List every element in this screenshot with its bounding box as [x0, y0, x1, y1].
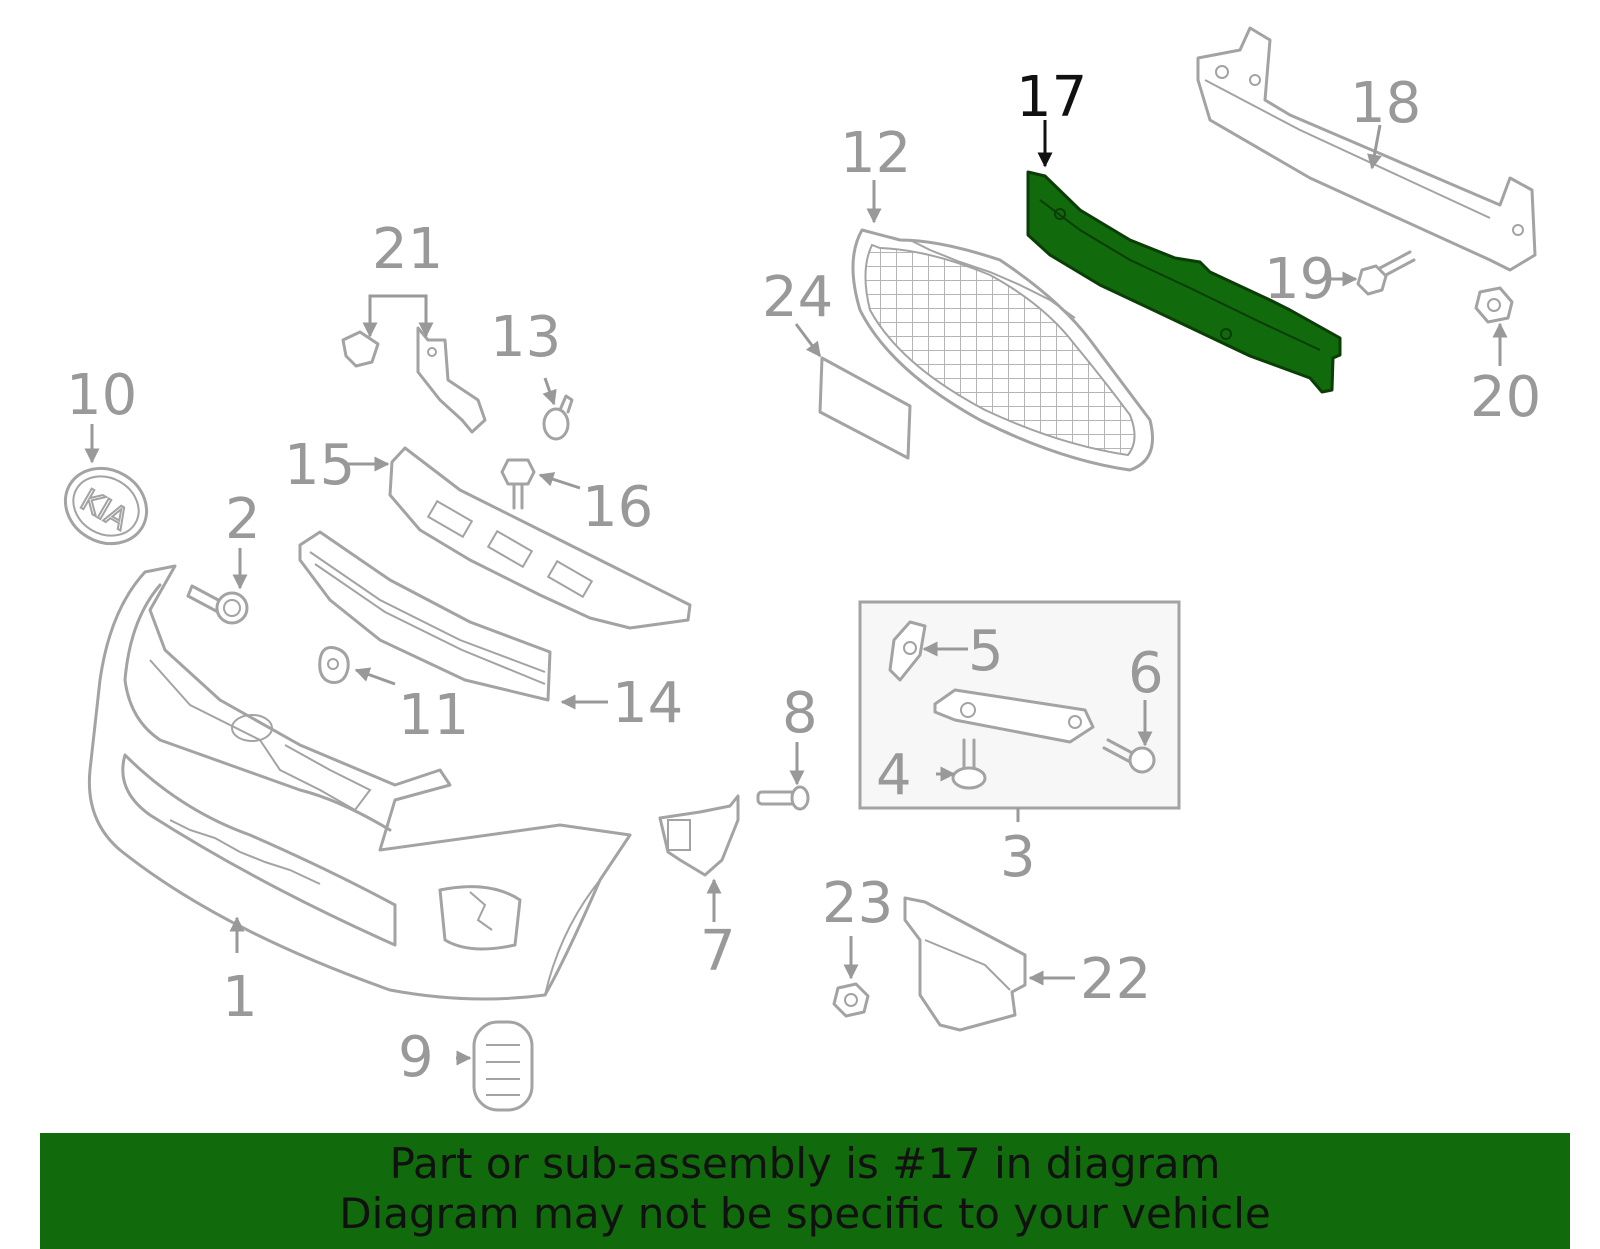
callout-13: 13 — [490, 305, 561, 370]
part-20-nut — [1474, 286, 1514, 324]
callout-16: 16 — [582, 475, 653, 540]
part-22-module — [903, 896, 1027, 1032]
part-7-bracket — [658, 794, 740, 877]
callout-11: 11 — [398, 683, 469, 748]
part-16-bolt — [500, 458, 536, 510]
callout-9: 9 — [398, 1025, 434, 1090]
callout-2: 2 — [225, 487, 261, 552]
callout-8: 8 — [782, 681, 818, 746]
callout-4: 4 — [876, 743, 912, 808]
part-15-bracket — [388, 446, 692, 630]
callout-23: 23 — [822, 871, 893, 936]
part-10-emblem: KIA — [63, 466, 149, 546]
callout-19: 19 — [1264, 247, 1335, 312]
banner-line-2: Diagram may not be specific to your vehi… — [339, 1189, 1271, 1238]
callout-18: 18 — [1350, 71, 1421, 136]
part-18-bumper-beam — [1196, 26, 1537, 272]
part-19-bolt — [1356, 250, 1416, 296]
callout-24: 24 — [762, 265, 833, 330]
callout-10: 10 — [66, 363, 137, 428]
part-9-grille-insert — [472, 1020, 534, 1112]
callout-12: 12 — [840, 121, 911, 186]
part-21-clip-bracket — [341, 326, 487, 434]
part-23-nut — [832, 982, 870, 1018]
parts-diagram: KIA — [63, 26, 1541, 1112]
part-2-screw — [186, 584, 249, 625]
callout-21: 21 — [372, 217, 443, 282]
part-17-absorber-highlighted — [1026, 170, 1342, 394]
part-14-lower-grille — [298, 530, 552, 702]
callout-3: 3 — [1000, 825, 1036, 890]
part-11-clip — [318, 646, 350, 684]
part-8-pin — [756, 785, 810, 811]
callout-5: 5 — [968, 619, 1004, 684]
callout-1: 1 — [222, 965, 258, 1030]
callout-20: 20 — [1470, 365, 1541, 430]
callout-22: 22 — [1080, 947, 1151, 1012]
callout-17-highlighted: 17 — [1016, 65, 1087, 130]
callout-14: 14 — [612, 671, 683, 736]
part-12-grille — [851, 228, 1154, 472]
part-13-clip — [542, 394, 574, 441]
part-24-plate — [818, 356, 912, 460]
callout-labels: 1 2 3 4 5 6 7 8 9 10 11 12 13 14 15 16 1… — [66, 65, 1541, 1090]
part-3-bracket-kit — [858, 600, 1181, 822]
callout-7: 7 — [700, 919, 736, 984]
info-banner: Part or sub-assembly is #17 in diagram D… — [40, 1133, 1570, 1249]
callout-15: 15 — [284, 433, 355, 498]
callout-6: 6 — [1128, 641, 1164, 706]
banner-line-1: Part or sub-assembly is #17 in diagram — [389, 1139, 1221, 1188]
part-1-bumper-cover — [87, 564, 632, 1001]
callout-arrows — [84, 120, 1508, 1066]
